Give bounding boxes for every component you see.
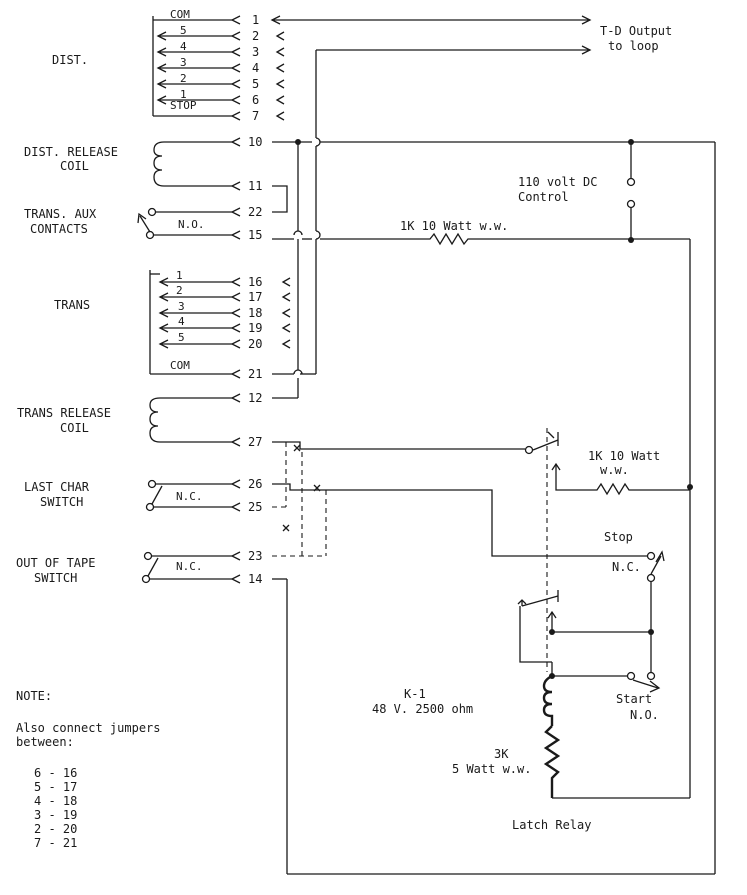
latch-relay-caption: Latch Relay: [512, 818, 591, 832]
pin-14: 14: [248, 572, 262, 586]
dist-release-coil: [153, 141, 232, 187]
start-no-label: N.O.: [630, 708, 659, 722]
k1-name: K-1: [404, 687, 426, 701]
dist-lead-4: 4: [180, 40, 187, 53]
out-of-tape-label-2: SWITCH: [34, 571, 77, 585]
pin-27: 27: [248, 435, 262, 449]
loop-line: [300, 45, 592, 375]
latch-relay-contacts: [517, 590, 661, 693]
pin-5: 5: [252, 77, 259, 91]
pin-20: 20: [248, 337, 262, 351]
jumper-item: 6 - 16: [34, 766, 77, 780]
pin-15-line: [272, 232, 693, 799]
pin-21: 21: [248, 367, 262, 381]
trans-lead-2: 2: [176, 284, 183, 297]
dist-release-coil-label-2: COIL: [60, 159, 89, 173]
pin-17: 17: [248, 290, 262, 304]
out-of-tape-switch: [141, 551, 232, 584]
trans-release-coil: [149, 397, 232, 443]
dist-label: DIST.: [52, 53, 88, 67]
note-line-2: between:: [16, 735, 74, 749]
jumper-11-22: [272, 185, 288, 213]
r3-label-2: 5 Watt w.w.: [452, 762, 531, 776]
pin-2: 2: [252, 29, 259, 43]
dc-control-label-2: Control: [518, 190, 569, 204]
pin-4: 4: [252, 61, 259, 75]
trans-lead-5: 5: [178, 331, 185, 344]
aux-no-label: N.O.: [178, 218, 205, 231]
r2-label-2: w.w.: [600, 463, 629, 477]
jumper-item: 7 - 21: [34, 836, 77, 850]
stop-nc-label: N.C.: [612, 560, 641, 574]
jumper-item: 3 - 19: [34, 808, 77, 822]
dist-release-coil-label: DIST. RELEASE: [24, 145, 118, 159]
pin-10: 10: [248, 135, 262, 149]
x-marks: [282, 444, 321, 532]
k1-rating: 48 V. 2500 ohm: [372, 702, 473, 716]
dc-control-terminals: [626, 142, 636, 240]
trans-aux-label: TRANS. AUX: [24, 207, 97, 221]
trans-lead-4: 4: [178, 315, 185, 328]
trans-lead-com: COM: [170, 359, 190, 372]
dist-lead-3: 3: [180, 56, 187, 69]
pin-11: 11: [248, 179, 262, 193]
trans-aux-label-2: CONTACTS: [30, 222, 88, 236]
td-output-arrow: [270, 15, 592, 25]
td-output-label-2: to loop: [608, 39, 659, 53]
out-of-tape-label: OUT OF TAPE: [16, 556, 95, 570]
dist-lead-1: 1: [180, 88, 187, 101]
trans-release-coil-label-2: COIL: [60, 421, 89, 435]
stop-label: Stop: [604, 530, 633, 544]
r2-label: 1K 10 Watt: [588, 449, 660, 463]
dist-lead-5: 5: [180, 24, 187, 37]
pin-connectors: [230, 15, 241, 584]
pin-22: 22: [248, 205, 262, 219]
dist-lead-stop: STOP: [170, 99, 197, 112]
out-of-tape-nc-label: N.C.: [176, 560, 203, 573]
trans-lead-3: 3: [178, 300, 185, 313]
r1-label: 1K 10 Watt w.w.: [400, 219, 508, 233]
r3-label: 3K: [494, 747, 509, 761]
trans-aux-contacts: [137, 207, 232, 240]
pin-3: 3: [252, 45, 259, 59]
dashed-jumpers: [272, 428, 548, 672]
pin-right-marks: [275, 31, 291, 349]
bus-298: [272, 142, 303, 399]
trans-label: TRANS: [54, 298, 90, 312]
last-char-label: LAST CHAR: [24, 480, 90, 494]
pin-1: 1: [252, 13, 259, 27]
jumper-item: 4 - 18: [34, 794, 77, 808]
dc-control-label: 110 volt DC: [518, 175, 597, 189]
pin-7: 7: [252, 109, 259, 123]
k1-relay-coil: [542, 674, 554, 726]
pin-26: 26: [248, 477, 262, 491]
r3-resistor: [543, 725, 561, 798]
last-char-label-2: SWITCH: [40, 495, 83, 509]
last-char-switch: [145, 479, 232, 512]
start-label: Start: [616, 692, 652, 706]
note-title: NOTE:: [16, 689, 52, 703]
dist-lead-com: COM: [170, 8, 190, 21]
pin-26-line: [272, 483, 665, 676]
last-char-nc-label: N.C.: [176, 490, 203, 503]
note-line-1: Also connect jumpers: [16, 721, 161, 735]
pin-16: 16: [248, 275, 262, 289]
trans-release-coil-label: TRANS RELEASE: [17, 406, 111, 420]
control-bus-top: [272, 139, 716, 875]
pin-23: 23: [248, 549, 262, 563]
jumper-item: 2 - 20: [34, 822, 77, 836]
td-output-label: T-D Output: [600, 24, 672, 38]
trans-lead-bundle: [149, 270, 232, 375]
pin-19: 19: [248, 321, 262, 335]
dist-lead-bundle: [152, 16, 232, 117]
pin-18: 18: [248, 306, 262, 320]
pin-12: 12: [248, 391, 262, 405]
pin-6: 6: [252, 93, 259, 107]
dist-lead-2: 2: [180, 72, 187, 85]
pin-25: 25: [248, 500, 262, 514]
trans-lead-1: 1: [176, 269, 183, 282]
jumper-item: 5 - 17: [34, 780, 77, 794]
pin-15: 15: [248, 228, 262, 242]
